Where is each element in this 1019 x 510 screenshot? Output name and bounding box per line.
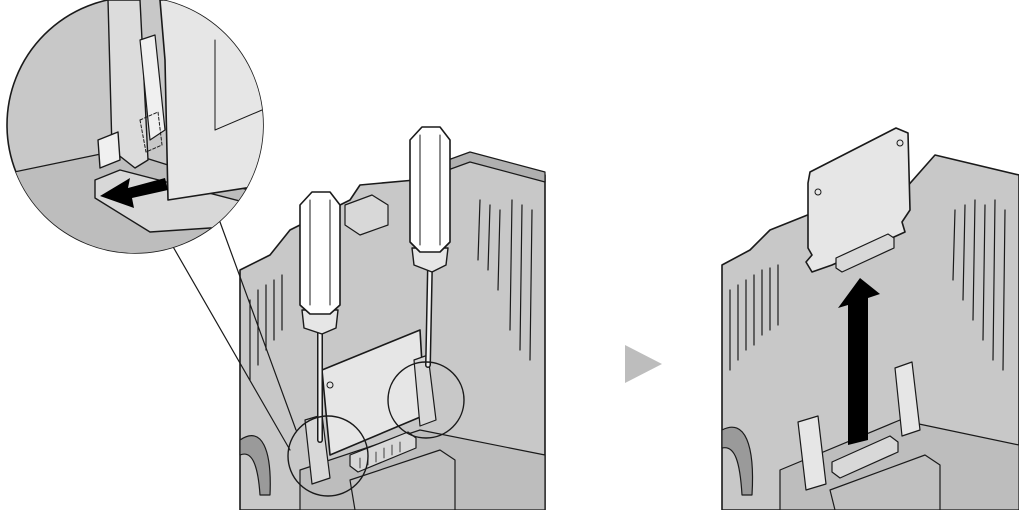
play-triangle-icon — [625, 345, 662, 383]
right-panel — [722, 128, 1019, 510]
left-panel — [0, 0, 545, 510]
magnifier-callout-icon — [0, 0, 280, 260]
